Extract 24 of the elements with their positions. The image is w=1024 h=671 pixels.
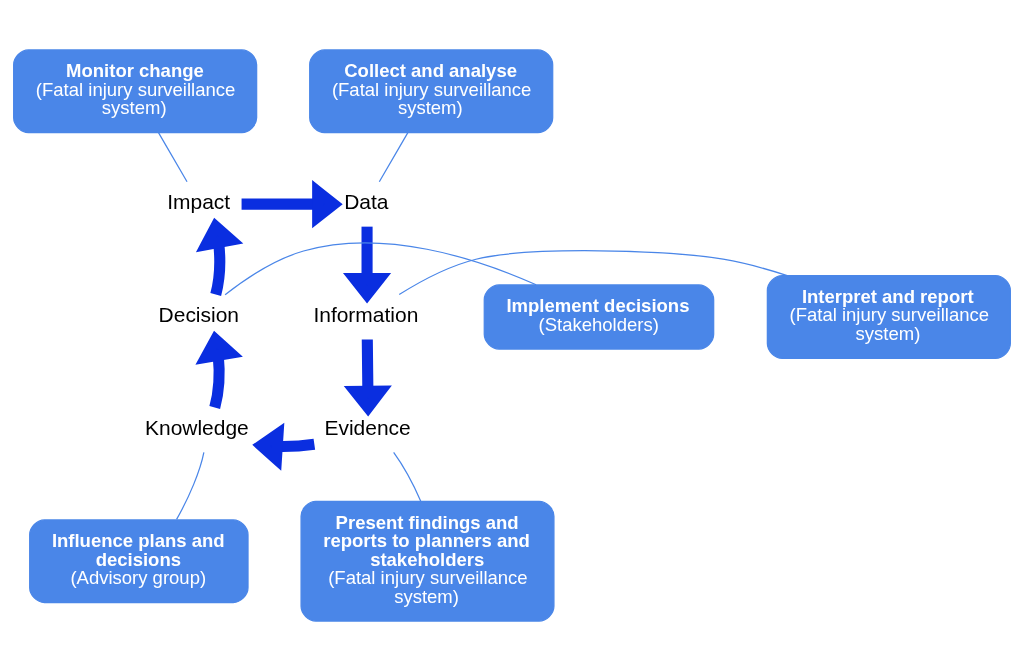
node-box: Monitor change (Fatal injury surveillance system): [13, 49, 258, 134]
connector: [393, 451, 422, 503]
arrow: [252, 422, 316, 471]
arrow: [241, 180, 343, 229]
arrow: [195, 330, 243, 409]
arrow: [343, 339, 392, 417]
node-box: Implement decisions (Stakeholders): [483, 284, 715, 350]
connector: [378, 132, 409, 183]
node-box: Interpret and report (Fatal injury surveillance system): [766, 275, 1011, 359]
connector: [175, 451, 205, 520]
node-text: Impact: [167, 190, 231, 214]
node-box: Present findings and reports to planners and stakeholders (Fatal injury surveillance system): [300, 500, 555, 622]
node-box: Collect and analyse (Fatal injury surveillance system): [309, 49, 554, 134]
node-text: Information: [313, 303, 419, 327]
connector: [224, 242, 537, 296]
connector: [398, 250, 788, 296]
node-text: Data: [344, 190, 389, 214]
node-text: Evidence: [324, 415, 411, 439]
connector: [157, 132, 188, 183]
arrow: [195, 217, 244, 296]
arrow: [343, 226, 392, 304]
node-box: Influence plans and decisions (Advisory group): [29, 519, 249, 604]
node-text: Decision: [158, 303, 240, 327]
node-text: Knowledge: [145, 415, 249, 439]
